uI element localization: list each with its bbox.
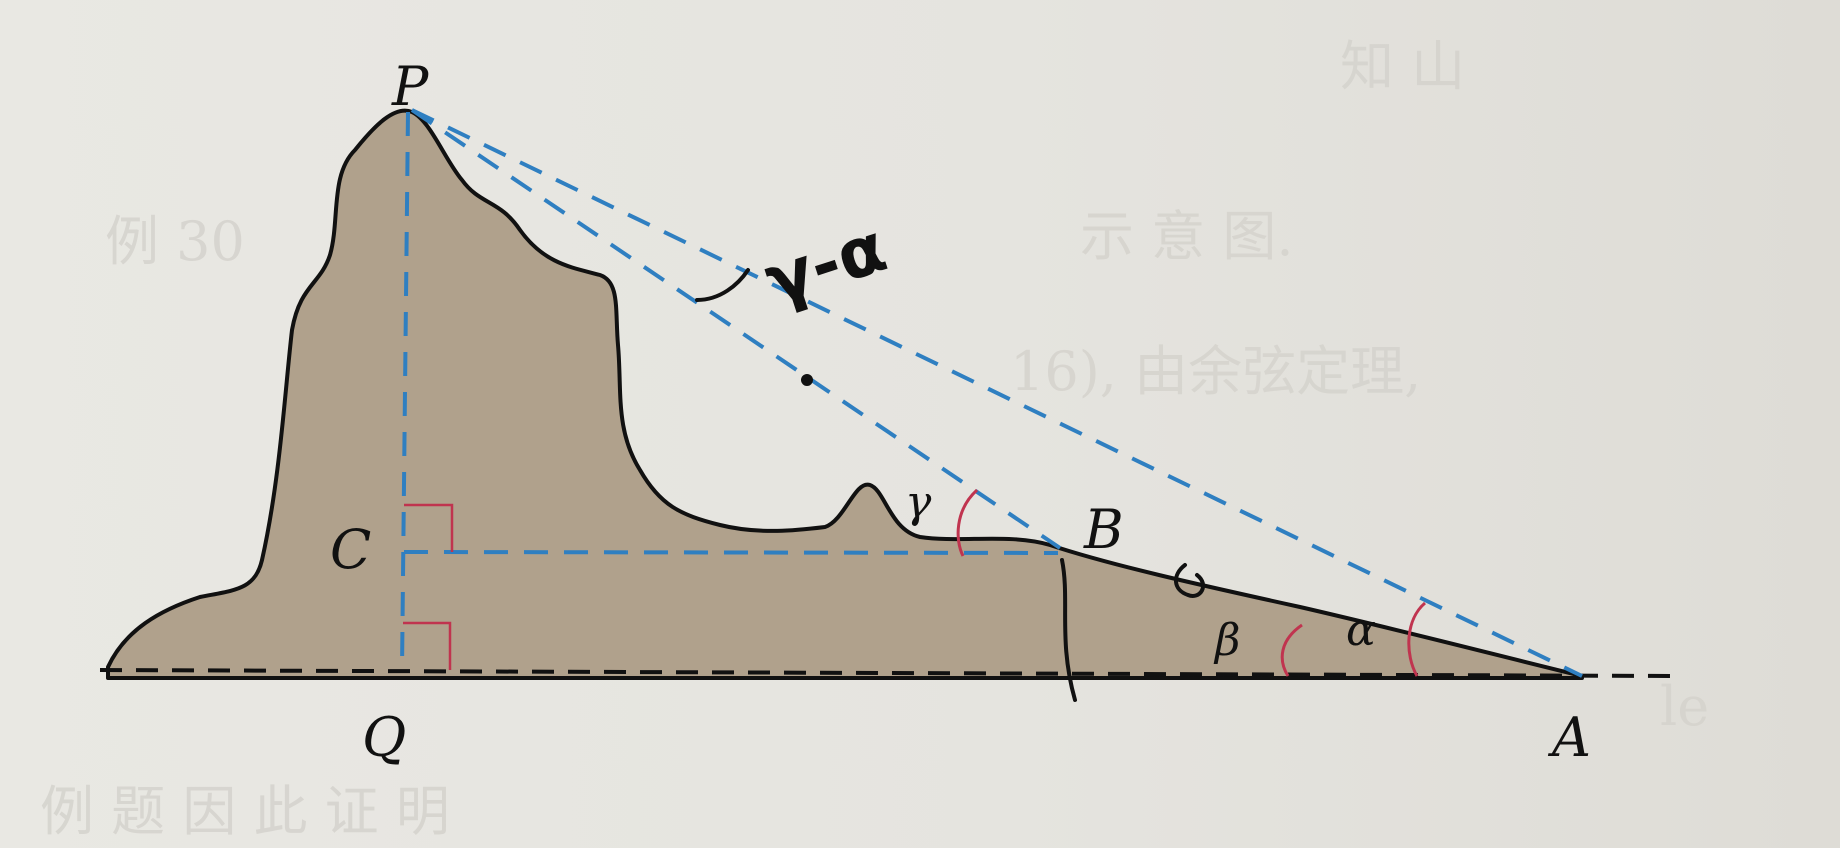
arc-gamma xyxy=(956,488,979,557)
handwritten-hook-mark xyxy=(1174,563,1206,598)
guide-lines xyxy=(400,108,1583,678)
label-alpha: α xyxy=(1346,605,1376,656)
line-P-B xyxy=(410,108,1062,550)
svg-text:le: le xyxy=(1660,675,1709,738)
svg-text:例 题 因 此 证 明: 例 题 因 此 证 明 xyxy=(40,780,450,843)
svg-text:16), 由余弦定理,: 16), 由余弦定理, xyxy=(1010,340,1421,403)
handwritten-marks xyxy=(695,268,1206,702)
right-angle-markers xyxy=(403,503,454,670)
label-Q: Q xyxy=(362,706,406,769)
handwritten-dot xyxy=(801,374,813,386)
handwritten-vertical-scribble xyxy=(1060,558,1077,702)
svg-text:例 30: 例 30 xyxy=(105,210,245,273)
label-A: A xyxy=(1547,706,1591,769)
background-ghost-text: 知 山 例 30 示 意 图. 16), 由余弦定理, 例 题 因 此 证 明 … xyxy=(40,35,1709,843)
angle-arcs xyxy=(956,488,1427,677)
mountain-shape xyxy=(106,108,1584,680)
arc-beta xyxy=(1280,623,1303,677)
line-C-B xyxy=(403,550,1059,555)
label-beta: β xyxy=(1213,615,1240,666)
line-P-A xyxy=(411,108,1583,678)
right-angle-C xyxy=(404,503,454,552)
svg-text:知 山: 知 山 xyxy=(1340,35,1465,98)
ground-line xyxy=(99,668,1671,678)
svg-text:示 意 图.: 示 意 图. xyxy=(1080,205,1294,268)
right-angle-Q xyxy=(403,621,452,670)
label-gamma: γ xyxy=(905,477,932,528)
label-P: P xyxy=(391,55,430,118)
line-P-Q xyxy=(400,111,410,671)
handwritten-angle-annotation: γ-α xyxy=(756,209,896,322)
label-C: C xyxy=(330,518,371,581)
handwritten-angle-arc xyxy=(695,268,750,302)
arc-alpha xyxy=(1407,601,1427,677)
label-B: B xyxy=(1083,498,1124,561)
